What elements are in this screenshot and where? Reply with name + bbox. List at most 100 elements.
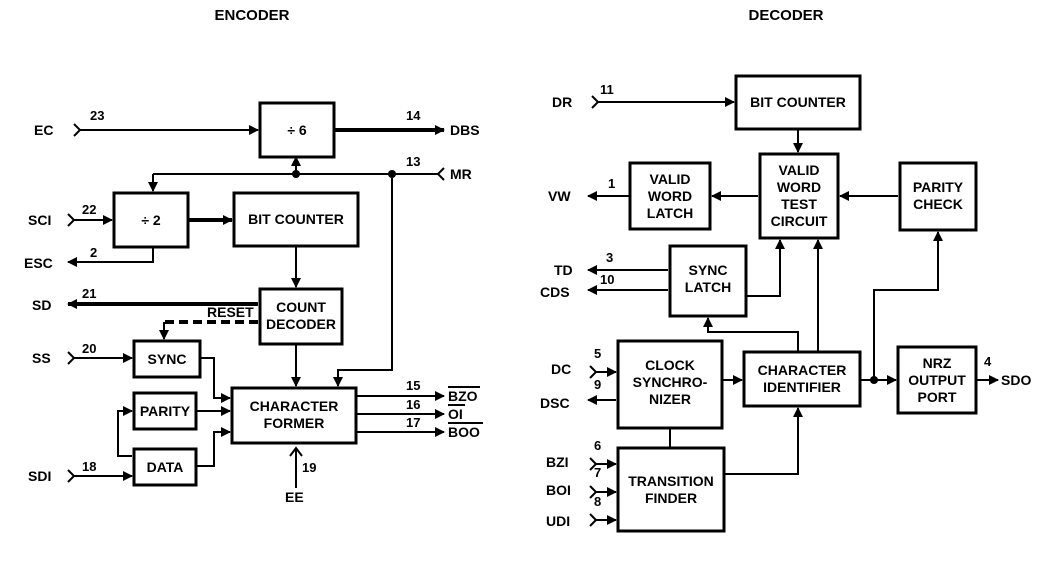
signal-oi: OI	[448, 406, 463, 422]
decoder-wires	[587, 95, 999, 527]
svg-text:15: 15	[406, 378, 420, 393]
parity-check-block: PARITY CHECK	[898, 161, 978, 232]
decoder-pin-numbers: 11 1 3 10 5 9 4 6 7 8	[594, 82, 992, 509]
signal-sd: SD	[32, 297, 51, 313]
signal-boi: BOI	[546, 482, 571, 498]
svg-text:CHARACTER: CHARACTER	[758, 362, 847, 378]
signal-ss: SS	[32, 350, 51, 366]
svg-text:COUNT: COUNT	[276, 299, 326, 315]
signal-td: TD	[554, 262, 573, 278]
svg-text:17: 17	[406, 415, 420, 430]
valid-word-test-circuit-block: VALID WORD TEST CIRCUIT	[758, 152, 840, 240]
divide-by-6-block: ÷ 6	[258, 101, 336, 159]
transition-finder-block: TRANSITION FINDER	[616, 446, 726, 533]
svg-text:IDENTIFIER: IDENTIFIER	[763, 379, 841, 395]
svg-text:TEST: TEST	[781, 196, 817, 212]
svg-text:DECODER: DECODER	[266, 316, 336, 332]
svg-text:FORMER: FORMER	[264, 415, 325, 431]
nrz-output-port-block: NRZ OUTPUT PORT	[896, 345, 978, 415]
svg-text:8: 8	[594, 494, 601, 509]
decoder-title: DECODER	[748, 7, 823, 24]
svg-text:OUTPUT: OUTPUT	[908, 372, 966, 388]
encoder-signal-labels: EC SCI ESC SD SS SDI DBS MR BZO OI BOO E…	[24, 122, 483, 505]
signal-bzo: BZO	[448, 388, 478, 404]
svg-text:DATA: DATA	[147, 459, 184, 475]
signal-mr: MR	[450, 166, 472, 182]
decoder-bit-counter-block: BIT COUNTER	[734, 74, 862, 131]
signal-esc: ESC	[24, 255, 53, 271]
svg-text:1: 1	[608, 176, 615, 191]
encoder-title: ENCODER	[214, 7, 289, 24]
svg-text:LATCH: LATCH	[685, 279, 731, 295]
divide-by-2-block: ÷ 2	[112, 191, 190, 249]
svg-text:WORD: WORD	[648, 188, 692, 204]
svg-text:LATCH: LATCH	[647, 205, 693, 221]
svg-text:WORD: WORD	[777, 179, 821, 195]
svg-text:10: 10	[600, 272, 614, 287]
signal-udi: UDI	[546, 513, 570, 529]
signal-dsc: DSC	[540, 395, 570, 411]
signal-cds: CDS	[540, 284, 570, 300]
svg-text:16: 16	[406, 397, 420, 412]
svg-text:PARITY: PARITY	[140, 403, 191, 419]
svg-text:÷ 2: ÷ 2	[141, 212, 161, 228]
svg-text:SYNC: SYNC	[148, 351, 187, 367]
svg-text:PARITY: PARITY	[913, 179, 964, 195]
svg-text:7: 7	[594, 465, 601, 480]
svg-text:19: 19	[302, 460, 316, 475]
svg-text:2: 2	[90, 245, 97, 260]
character-former-block: CHARACTER FORMER	[230, 386, 358, 445]
signal-dbs: DBS	[450, 122, 480, 138]
svg-text:SYNCHRO-: SYNCHRO-	[633, 374, 708, 390]
svg-text:6: 6	[594, 438, 601, 453]
sync-latch-block: SYNC LATCH	[668, 244, 748, 318]
data-block: DATA	[132, 447, 198, 487]
svg-text:BIT COUNTER: BIT COUNTER	[750, 94, 846, 110]
svg-text:TRANSITION: TRANSITION	[628, 473, 714, 489]
svg-text:18: 18	[82, 459, 96, 474]
svg-text:22: 22	[82, 202, 96, 217]
svg-text:3: 3	[606, 250, 613, 265]
signal-ec: EC	[34, 122, 53, 138]
decoder-signal-labels: DR VW TD CDS DC DSC SDO BZI BOI UDI	[540, 94, 1031, 529]
svg-text:PORT: PORT	[918, 389, 957, 405]
svg-text:NRZ: NRZ	[923, 355, 952, 371]
svg-text:CLOCK: CLOCK	[645, 357, 695, 373]
svg-text:11: 11	[600, 82, 614, 97]
svg-text:20: 20	[82, 341, 96, 356]
signal-bzi: BZI	[546, 454, 569, 470]
signal-dr: DR	[552, 94, 572, 110]
parity-block: PARITY	[132, 391, 198, 431]
signal-boo: BOO	[448, 424, 480, 440]
svg-text:CHARACTER: CHARACTER	[250, 398, 339, 414]
reset-label: RESET	[207, 304, 254, 320]
signal-sdi: SDI	[28, 468, 51, 484]
encoder-pin-numbers: 23 14 13 22 2 21 20 18 15 16 17 19	[82, 108, 421, 475]
svg-text:VALID: VALID	[779, 162, 820, 178]
clock-synchronizer-block: CLOCK SYNCHRO- NIZER	[616, 339, 724, 430]
svg-text:5: 5	[594, 346, 601, 361]
svg-text:14: 14	[406, 108, 421, 123]
signal-vw: VW	[548, 188, 571, 204]
svg-text:NIZER: NIZER	[649, 391, 691, 407]
svg-text:9: 9	[594, 377, 601, 392]
signal-sdo: SDO	[1001, 372, 1031, 388]
character-identifier-block: CHARACTER IDENTIFIER	[742, 350, 862, 408]
svg-text:13: 13	[406, 154, 420, 169]
svg-text:BIT COUNTER: BIT COUNTER	[248, 211, 344, 227]
signal-dc: DC	[551, 361, 571, 377]
count-decoder-block: COUNT DECODER	[258, 287, 344, 346]
valid-word-latch-block: VALID WORD LATCH	[628, 161, 712, 231]
svg-text:23: 23	[90, 108, 104, 123]
svg-text:FINDER: FINDER	[645, 490, 697, 506]
svg-text:CIRCUIT: CIRCUIT	[771, 213, 828, 229]
svg-text:VALID: VALID	[650, 171, 691, 187]
svg-text:4: 4	[984, 354, 992, 369]
encoder-bit-counter-block: BIT COUNTER	[232, 191, 360, 248]
signal-sci: SCI	[28, 212, 51, 228]
svg-text:÷ 6: ÷ 6	[287, 122, 307, 138]
svg-text:SYNC: SYNC	[689, 262, 728, 278]
svg-text:21: 21	[82, 286, 96, 301]
svg-text:CHECK: CHECK	[913, 196, 963, 212]
